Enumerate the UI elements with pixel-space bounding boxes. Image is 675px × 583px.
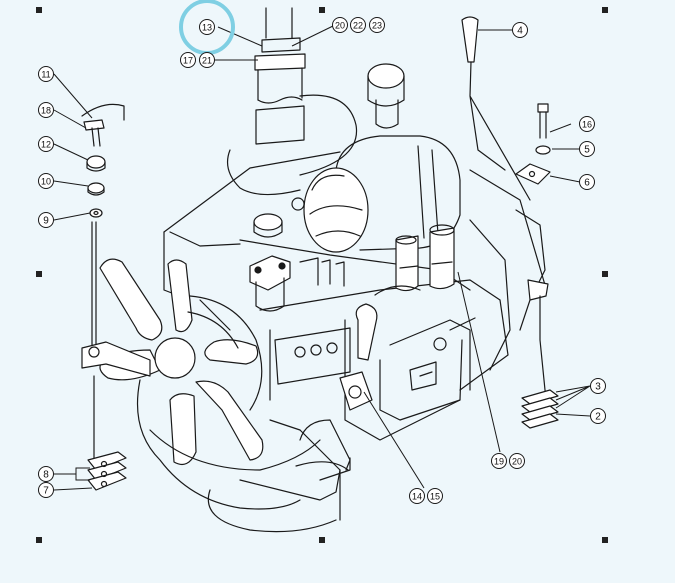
callout-number: 9 <box>43 216 49 227</box>
callout-circle <box>491 453 507 469</box>
handle-top-left[interactable] <box>36 7 42 13</box>
oil-filler <box>253 197 305 238</box>
fuel-filters <box>374 224 455 296</box>
callout-circle <box>38 66 54 82</box>
callout-circle <box>199 52 215 68</box>
callout-circle <box>332 17 348 33</box>
callout-number: 8 <box>43 470 49 481</box>
callout-circle <box>38 173 54 189</box>
callout-6: 6 <box>579 174 595 190</box>
callout-number: 16 <box>582 120 592 130</box>
callout-18: 18 <box>38 102 54 118</box>
handle-bottom-right[interactable] <box>602 537 608 543</box>
callout-circle <box>38 136 54 152</box>
callout-number: 23 <box>372 21 382 31</box>
callout-number: 18 <box>41 106 51 116</box>
callout-number: 7 <box>43 486 49 497</box>
callout-17: 17 <box>180 52 196 68</box>
callout-number: 5 <box>584 145 590 156</box>
callout-2: 2 <box>590 408 606 424</box>
callout-circle <box>180 52 196 68</box>
callout-number: 12 <box>41 140 51 150</box>
callout-number: 13 <box>202 23 212 33</box>
injection-pump <box>249 255 345 312</box>
handle-top-center[interactable] <box>319 7 325 13</box>
callout-7: 7 <box>38 482 54 498</box>
callout-circle <box>579 141 595 157</box>
handle-bottom-left[interactable] <box>36 537 42 543</box>
handle-middle-left[interactable] <box>36 271 42 277</box>
callout-circle <box>409 488 425 504</box>
callout-circle <box>38 212 54 228</box>
callout-labels: 13 20 22 23 17 21 4 11 18 12 10 9 16 5 6 3 2 19 20 14 15 8 7 <box>38 17 606 504</box>
cooling-fan <box>99 258 337 533</box>
callout-circle <box>590 378 606 394</box>
callout-8: 8 <box>38 466 54 482</box>
callout-circle <box>199 19 215 35</box>
callout-circle <box>579 174 595 190</box>
callout-number: 10 <box>41 177 51 187</box>
callout-number: 4 <box>517 26 523 37</box>
callout-number: 11 <box>41 70 50 80</box>
callout-number: 20 <box>512 457 522 467</box>
handle-middle-right[interactable] <box>602 271 608 277</box>
callout-11: 11 <box>38 66 54 82</box>
starter-motor <box>339 303 378 411</box>
handle-bottom-center[interactable] <box>319 537 325 543</box>
callout-number: 2 <box>595 412 601 423</box>
callout-12: 12 <box>38 136 54 152</box>
selection-handles[interactable] <box>36 7 608 543</box>
exhaust-pipe <box>254 7 358 176</box>
callout-10: 10 <box>38 173 54 189</box>
callout-circle <box>38 482 54 498</box>
leader-lines <box>53 25 591 491</box>
callout-number: 19 <box>494 457 504 467</box>
callout-number: 14 <box>412 492 422 502</box>
engine-block <box>163 149 546 521</box>
callout-15: 15 <box>427 488 443 504</box>
callout-14: 14 <box>409 488 425 504</box>
left-mounting-bracket <box>81 221 151 491</box>
callout-3: 3 <box>590 378 606 394</box>
callout-number: 15 <box>430 492 440 502</box>
callout-19: 19 <box>491 453 507 469</box>
callout-number: 3 <box>595 382 601 393</box>
callout-20: 20 <box>509 453 525 469</box>
callout-circle <box>509 453 525 469</box>
callout-22: 22 <box>350 17 366 33</box>
callout-4: 4 <box>512 22 528 38</box>
callout-number: 6 <box>584 178 590 189</box>
left-small-parts <box>81 103 125 218</box>
callout-circle <box>38 102 54 118</box>
callout-circle <box>350 17 366 33</box>
callout-20: 20 <box>332 17 348 33</box>
callout-21: 21 <box>199 52 215 68</box>
callout-circle <box>369 17 385 33</box>
timing-cover <box>269 419 351 471</box>
callout-circle <box>427 488 443 504</box>
callout-circle <box>579 116 595 132</box>
callout-number: 17 <box>183 56 193 66</box>
engine-drawing <box>81 7 559 533</box>
callout-circle <box>590 408 606 424</box>
air-cleaner <box>303 63 461 253</box>
callout-circle <box>512 22 528 38</box>
callout-number: 22 <box>353 21 363 31</box>
callout-9: 9 <box>38 212 54 228</box>
callout-16: 16 <box>579 116 595 132</box>
callout-5: 5 <box>579 141 595 157</box>
handle-top-right[interactable] <box>602 7 608 13</box>
callout-13: 13 <box>199 19 215 35</box>
callout-number: 20 <box>335 21 345 31</box>
callout-23: 23 <box>369 17 385 33</box>
callout-number: 21 <box>202 56 212 66</box>
right-small-parts <box>461 16 559 429</box>
callout-circle <box>38 466 54 482</box>
